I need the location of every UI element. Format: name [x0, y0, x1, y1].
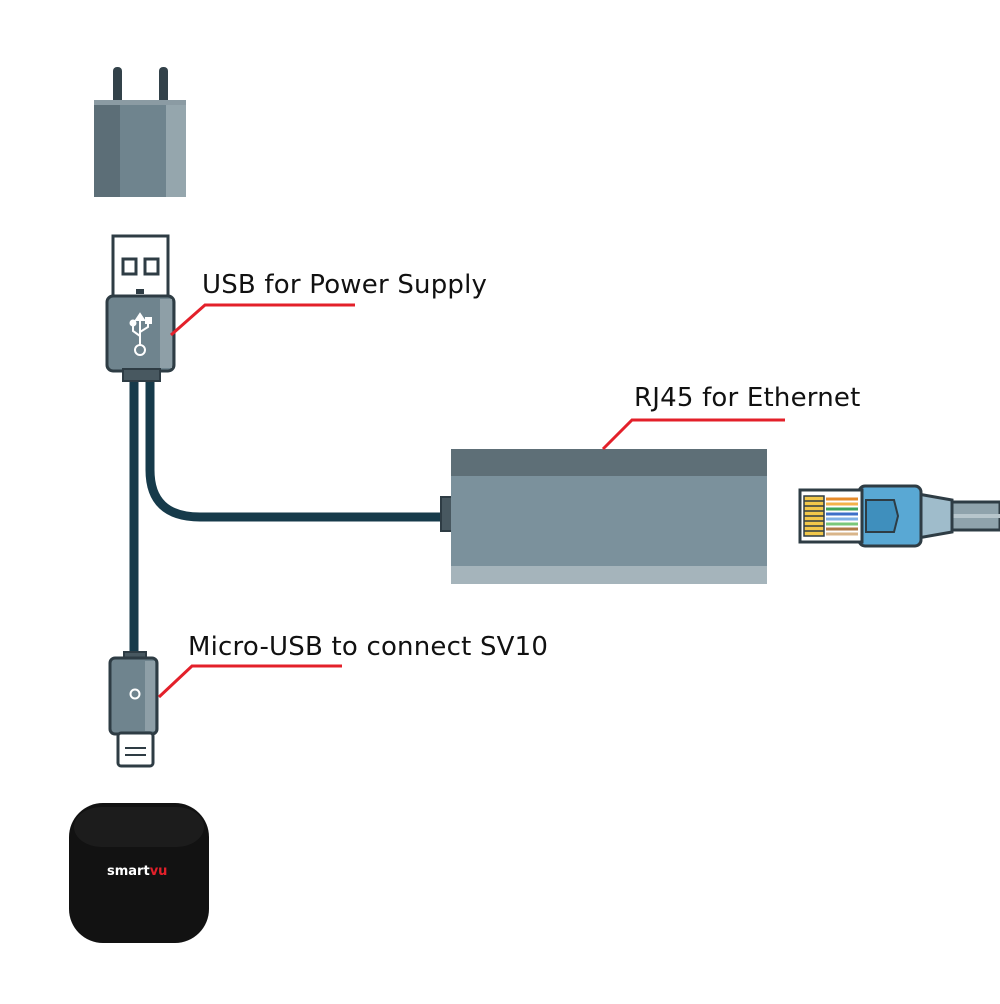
callout-micro-usb: Micro-USB to connect SV10	[188, 632, 549, 662]
callout-line-usb-power	[170, 303, 355, 337]
micro-usb-connector	[108, 651, 159, 768]
callout-usb-power: USB for Power Supply	[202, 270, 488, 300]
cable-ethernet-adapter	[145, 380, 443, 522]
device-brand-accent: vu	[150, 864, 168, 879]
callout-rj45: RJ45 for Ethernet	[634, 383, 861, 413]
callout-line-rj45	[601, 418, 785, 451]
device-brand-main: smart	[107, 864, 150, 879]
micro-usb-dot-icon	[129, 688, 141, 700]
usb-a-connector	[105, 234, 176, 382]
callout-line-micro-usb	[157, 664, 342, 699]
plug-pin-left	[113, 67, 122, 107]
callout-lines	[157, 303, 785, 699]
sv10-device: smart vu	[69, 803, 209, 943]
rj45-plug	[798, 484, 1000, 548]
ethernet-adapter	[440, 449, 767, 584]
plug-pin-right	[159, 67, 168, 107]
usb-trident-icon	[129, 312, 152, 356]
wall-power-plug	[94, 67, 186, 197]
micro-usb-tip	[116, 731, 155, 768]
rj45-wires	[826, 497, 858, 536]
device-body	[69, 803, 209, 943]
cables	[129, 380, 443, 655]
